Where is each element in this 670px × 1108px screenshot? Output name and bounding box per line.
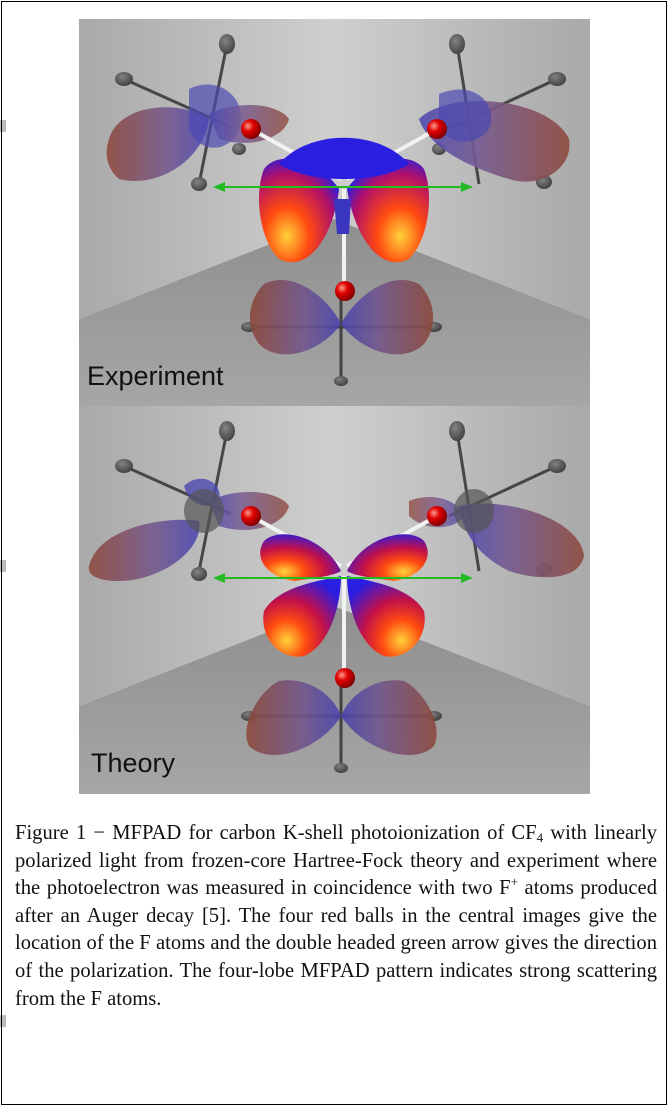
figure-caption: Figure 1 − MFPAD for carbon K-shell phot… [15, 820, 657, 1013]
caption-text-1: Figure 1 − MFPAD for carbon K-shell phot… [15, 822, 537, 844]
theory-image [79, 406, 590, 794]
caption-superscript: + [510, 874, 518, 890]
margin-mark [0, 1015, 6, 1027]
theory-label: Theory [91, 748, 176, 778]
margin-mark [0, 120, 6, 132]
margin-mark [0, 560, 6, 572]
theory-panel: Theory [79, 406, 590, 794]
caption-subscript: 4 [536, 830, 544, 845]
experiment-label: Experiment [87, 361, 224, 391]
caption-text-3: atoms produced after an Auger decay [5].… [15, 877, 657, 1010]
caption-text-2: with linearly polarized light from froze… [15, 822, 657, 900]
experiment-image [79, 19, 590, 406]
experiment-panel: Experiment [79, 19, 590, 406]
